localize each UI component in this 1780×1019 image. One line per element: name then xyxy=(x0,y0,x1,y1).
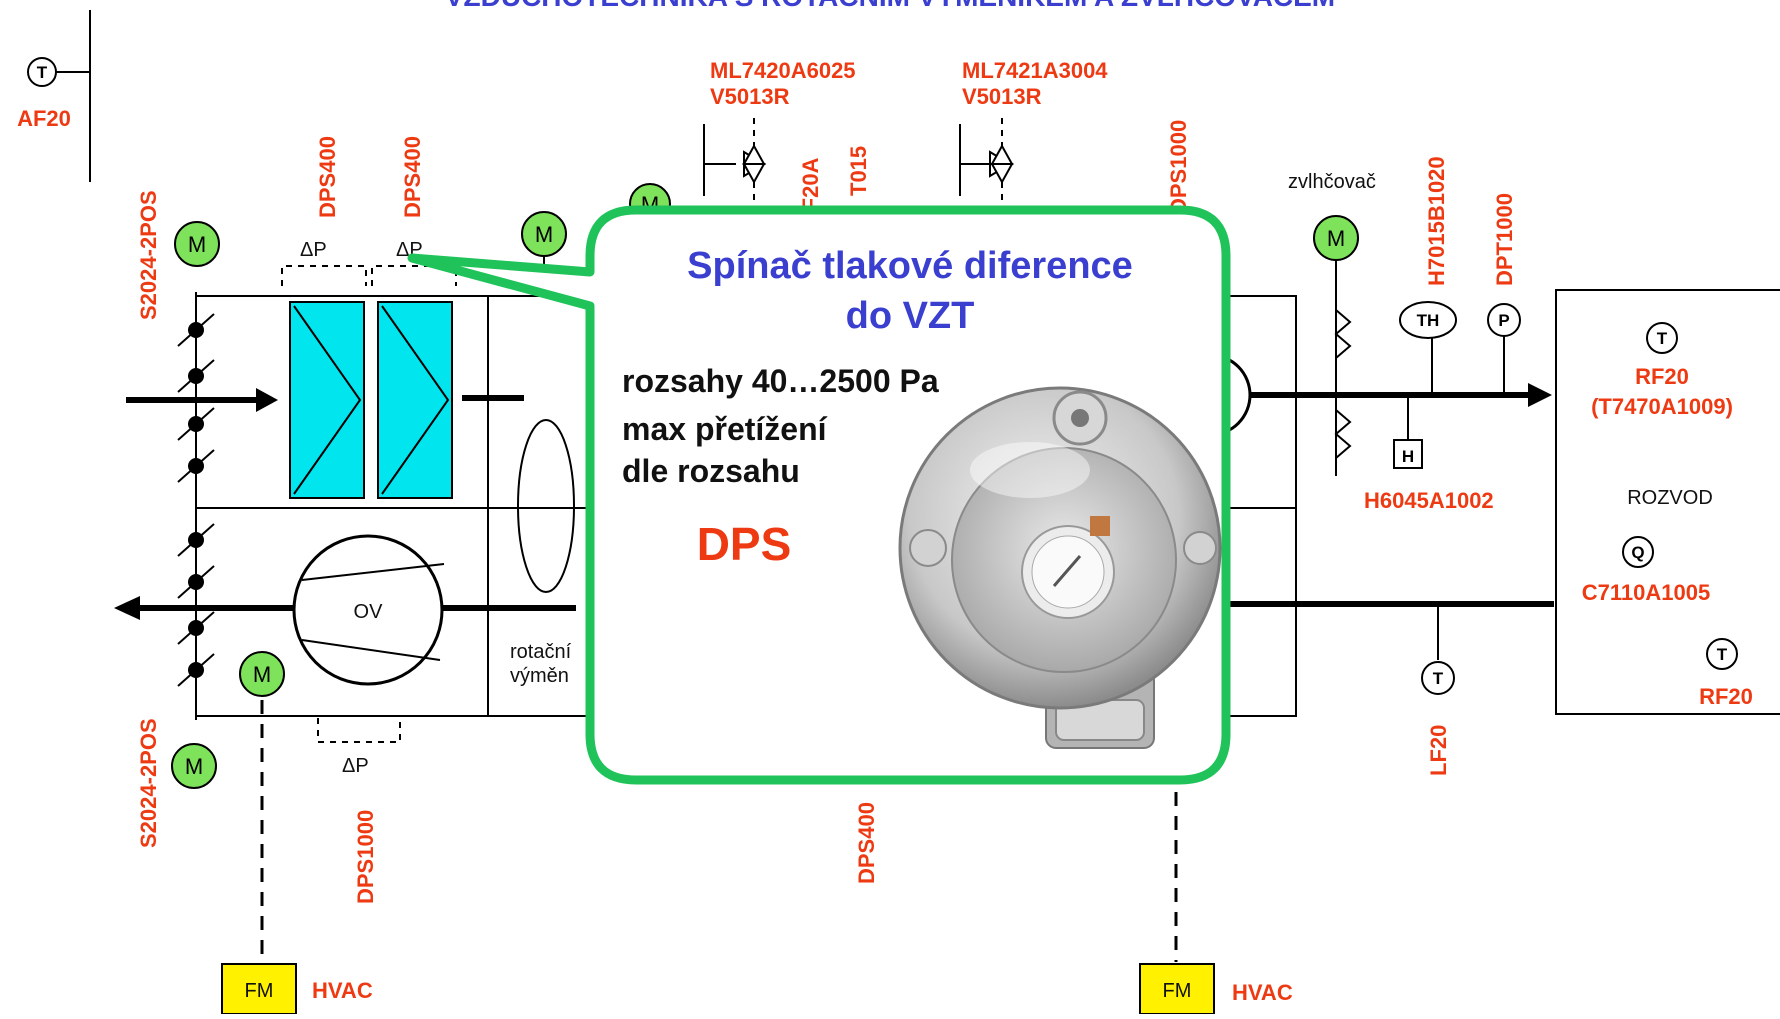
callout-product: DPS xyxy=(697,518,792,570)
label-rf20-b: RF20 xyxy=(1699,684,1753,709)
label-valve2-b: V5013R xyxy=(962,84,1042,109)
label-c7110a1005: C7110A1005 xyxy=(1582,580,1710,605)
svg-text:M: M xyxy=(1327,226,1345,251)
exchanger-label-1: rotační xyxy=(510,641,572,663)
temp-sensor-af20: T xyxy=(27,57,57,87)
label-rf20-model: (T7470A1009) xyxy=(1591,394,1733,419)
humidifier-lance xyxy=(1334,260,1352,476)
cooling-valve xyxy=(959,118,1014,210)
svg-text:M: M xyxy=(188,232,206,257)
lf20-sensor: T xyxy=(1421,606,1455,695)
callout-title-2: do VZT xyxy=(846,295,975,337)
svg-text:M: M xyxy=(253,662,271,687)
label-valve2-a: ML7421A3004 xyxy=(962,58,1108,83)
label-h7015b1020: H7015B1020 xyxy=(1424,156,1449,286)
svg-text:M: M xyxy=(185,754,203,779)
label-dps400-b: DPS400 xyxy=(400,136,425,218)
callout-range: rozsahy 40…2500 Pa xyxy=(622,363,939,399)
label-dps1000-a: DPS1000 xyxy=(353,810,378,904)
damper-motor-top: M xyxy=(174,221,220,267)
label-dps400-a: DPS400 xyxy=(315,136,340,218)
label-actuator-bottom: S2024-2POS xyxy=(136,718,161,848)
pressure-sensor: P xyxy=(1487,303,1521,337)
fan-label-ov: OV xyxy=(354,601,384,623)
label-af20: AF20 xyxy=(17,106,71,131)
label-t015-fragment: T015 xyxy=(846,146,871,196)
supply-air-path xyxy=(126,383,1552,412)
svg-text:ΔP: ΔP xyxy=(342,755,369,777)
label-h6045a1002: H6045A1002 xyxy=(1364,488,1494,513)
rotary-exchanger xyxy=(517,419,575,593)
exchanger-label-2: výměn xyxy=(510,665,569,687)
diagram-title: VZDUCHOTECHNIKA S ROTAČNÍM VÝMĚNÍKEM A Z… xyxy=(445,0,1335,12)
fm-box-2: FM xyxy=(1139,963,1215,1015)
callout-title-1: Spínač tlakové diference xyxy=(687,245,1133,287)
svg-text:FM: FM xyxy=(1163,980,1192,1002)
fan-motor: M xyxy=(239,651,285,697)
label-actuator-top: S2024-2POS xyxy=(136,190,161,320)
humidifier-motor: M xyxy=(1313,215,1359,261)
th-sensor: TH xyxy=(1399,301,1457,392)
svg-text:T: T xyxy=(1717,645,1728,664)
label-hvac-1: HVAC xyxy=(312,978,373,1003)
label-rozvod: ROZVOD xyxy=(1627,487,1713,509)
svg-text:FM: FM xyxy=(245,980,274,1002)
label-valve1-b: V5013R xyxy=(710,84,790,109)
svg-text:Q: Q xyxy=(1631,543,1644,562)
dps-filter-1: ΔP xyxy=(281,239,367,286)
callout-overload: max přetížení xyxy=(622,411,828,447)
heating-valve xyxy=(703,118,766,210)
filter-2 xyxy=(377,301,453,499)
label-dps1000-b: DPS1000 xyxy=(1166,120,1191,214)
exchanger-motor: M xyxy=(521,211,567,257)
callout-range-note: dle rozsahu xyxy=(622,453,800,489)
svg-text:P: P xyxy=(1498,311,1509,330)
svg-text:ΔP: ΔP xyxy=(300,239,327,261)
outdoor-temp-sensor: T AF20 xyxy=(17,10,91,182)
label-humidifier: zvlhčovač xyxy=(1288,171,1376,193)
extract-air-path xyxy=(114,596,1554,620)
label-hvac-2: HVAC xyxy=(1232,980,1293,1005)
extract-fan: OV xyxy=(292,534,445,686)
svg-text:T: T xyxy=(37,63,48,82)
dps-callout: Spínač tlakové diference do VZT rozsahy … xyxy=(407,205,1231,785)
damper-motor-bottom: M xyxy=(171,743,217,789)
svg-text:T: T xyxy=(1433,669,1444,688)
label-dps400-c: DPS400 xyxy=(854,802,879,884)
humidity-sensor: H xyxy=(1393,398,1423,469)
label-dpt1000: DPT1000 xyxy=(1492,193,1517,286)
room-distribution: T RF20 (T7470A1009) ROZVOD Q C7110A1005 … xyxy=(1555,289,1780,715)
svg-text:T: T xyxy=(1657,329,1668,348)
dps-extract-fan: ΔP xyxy=(317,718,401,777)
label-rf20-a: RF20 xyxy=(1635,364,1689,389)
fm-box-1: FM xyxy=(221,963,297,1015)
svg-text:M: M xyxy=(535,222,553,247)
svg-text:H: H xyxy=(1402,447,1414,466)
label-lf20: LF20 xyxy=(1426,725,1451,776)
dps-device-illustration xyxy=(898,386,1222,749)
filter-1 xyxy=(289,301,365,499)
svg-text:TH: TH xyxy=(1417,311,1440,330)
label-valve1-a: ML7420A6025 xyxy=(710,58,856,83)
